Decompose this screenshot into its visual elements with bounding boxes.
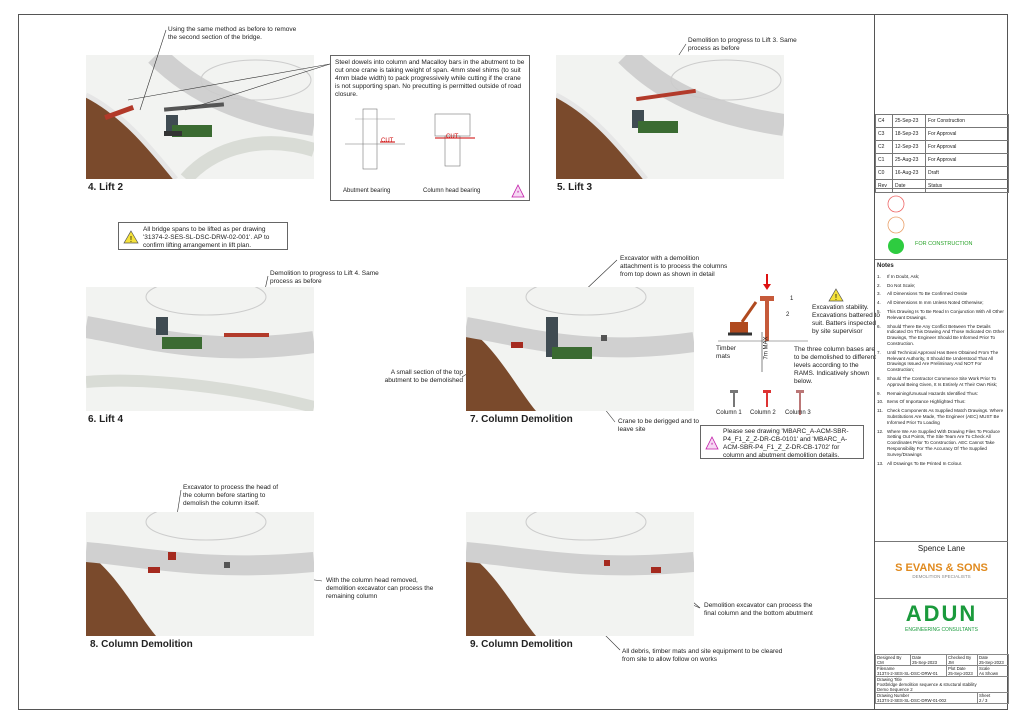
scene-column-demolition-8 [86, 512, 314, 636]
note-item: 1.If In Doubt, Ask; [877, 273, 920, 279]
detail-num-2: 2 [786, 312, 790, 318]
note-item: 3.All Dimensions To Be Confirmed Onsite [877, 291, 968, 297]
status-label: FOR CONSTRUCTION [915, 241, 973, 247]
panel-title-column-demolition-8: 8. Column Demolition [90, 639, 193, 650]
cut-label-left: CUT [381, 138, 394, 144]
svg-text:!: ! [130, 235, 132, 244]
note-item: 7.Until Technical Approval Has Been Obta… [877, 349, 999, 373]
traffic-light-icon [887, 195, 905, 254]
note-item: 11.Check Components As Supplied Match Dr… [877, 408, 1004, 425]
svg-text:!: ! [835, 293, 837, 302]
panel-title-lift-3: 5. Lift 3 [557, 182, 593, 193]
scene-column-demolition-7 [466, 287, 694, 411]
bearing-detail-text: Steel dowels into column and Macalloy ba… [335, 59, 525, 98]
client-logo: S EVANS & SONS DEMOLITION SPECIALISTS [895, 562, 988, 579]
lifting-note: All bridge spans to be lifted as per dra… [143, 226, 270, 249]
callout-lift-3: Demolition to progress to Lift 3. Same p… [688, 37, 797, 52]
note-item: 12.Where We Are Supplied With Drawing Fi… [877, 428, 1000, 457]
panel-title-column-demolition-7: 7. Column Demolition [470, 414, 573, 425]
svg-text:*: * [711, 443, 714, 449]
note-item: 4.All Dimensions In mm Unless Noted Othe… [877, 300, 984, 306]
importance-icon: * [511, 184, 525, 198]
note-item: 6.Should There Be Any Conflict Between T… [877, 323, 1005, 346]
scene-lift-3 [556, 55, 784, 179]
column-2-label: Column 2 [750, 410, 776, 416]
callout-excavator: Excavator with a demolition attachment i… [620, 255, 728, 278]
importance-icon-drawing: * [705, 436, 719, 450]
callout-crane: Crane to be derigged and to leave site [618, 418, 699, 433]
bearing-sketches [345, 108, 475, 170]
note-item: 13.All Drawings To Be Printed In Colour. [877, 460, 963, 466]
notes-section: Notes 1.If In Doubt, Ask; 2.Do Not Scale… [877, 263, 1005, 469]
scene-column-demolition-9 [466, 512, 694, 636]
panel-title-lift-4: 6. Lift 4 [88, 414, 124, 425]
notes-heading: Notes [877, 263, 894, 269]
callout-lift-4: Demolition to progress to Lift 4. Same p… [270, 270, 379, 285]
scene-lift-2 [86, 55, 314, 179]
column-3-label: Column 3 [785, 410, 811, 416]
panel-title-lift-2: 4. Lift 2 [88, 182, 124, 193]
panel-title-column-demolition-9: 9. Column Demolition [470, 639, 573, 650]
stability-note: Excavation stability. Excavations batter… [812, 304, 880, 335]
column-bases-note: The three column bases are to be demolis… [794, 346, 876, 385]
detail-num-1: 1 [790, 296, 794, 302]
hazard-icon: ! [123, 230, 139, 244]
svg-text:*: * [517, 191, 520, 197]
column-bearing-label: Column head bearing [423, 188, 481, 194]
note-item: 5.This Drawing Is To Be Read In Conjunct… [877, 308, 1004, 320]
callout-abutment: A small section of the top abutment to b… [384, 369, 463, 384]
callout-lift-2: Using the same method as before to remov… [168, 26, 297, 41]
callout-column-head: Excavator to process the head of the col… [183, 484, 279, 507]
cut-label-right: CUT [446, 134, 459, 140]
timber-mats-label: Timber mats [716, 345, 736, 360]
column-detail-sketch [718, 274, 808, 415]
max-depth-label: 7m MAX [763, 336, 770, 360]
callout-remaining-column: With the column head removed, demolition… [326, 577, 434, 600]
callout-debris: All debris, timber mats and site equipme… [622, 648, 783, 663]
status-box: FOR CONSTRUCTION [875, 188, 1008, 260]
see-drawing-note: Please see drawing 'MBARC_A-ACM-SBR-P4_F… [723, 428, 849, 459]
hazard-icon-stability: ! [828, 288, 844, 302]
see-drawing-box: * Please see drawing 'MBARC_A-ACM-SBR-P4… [700, 425, 864, 459]
engineer-logo: ADUN ENGINEERING CONSULTANTS [875, 598, 1008, 633]
note-item: 8.Should The Contractor Commence Site Wo… [877, 375, 998, 387]
lifting-warning-box: ! All bridge spans to be lifted as per d… [118, 222, 288, 250]
abutment-bearing-label: Abutment bearing [343, 188, 391, 194]
note-item: 9.Remaining/Unusual Hazards Identified T… [877, 390, 979, 396]
project-name: Spence Lane [875, 541, 1008, 553]
note-item: 2.Do Not Scale; [877, 282, 916, 288]
bearing-detail-box: Steel dowels into column and Macalloy ba… [330, 55, 530, 201]
column-1-label: Column 1 [716, 410, 742, 416]
callout-final-column: Demolition excavator can process the fin… [704, 602, 813, 617]
note-item: 10.Items Of Importance Highlighted Thus: [877, 399, 966, 405]
drawing-sheet [18, 14, 1008, 710]
scene-lift-4 [86, 287, 314, 411]
